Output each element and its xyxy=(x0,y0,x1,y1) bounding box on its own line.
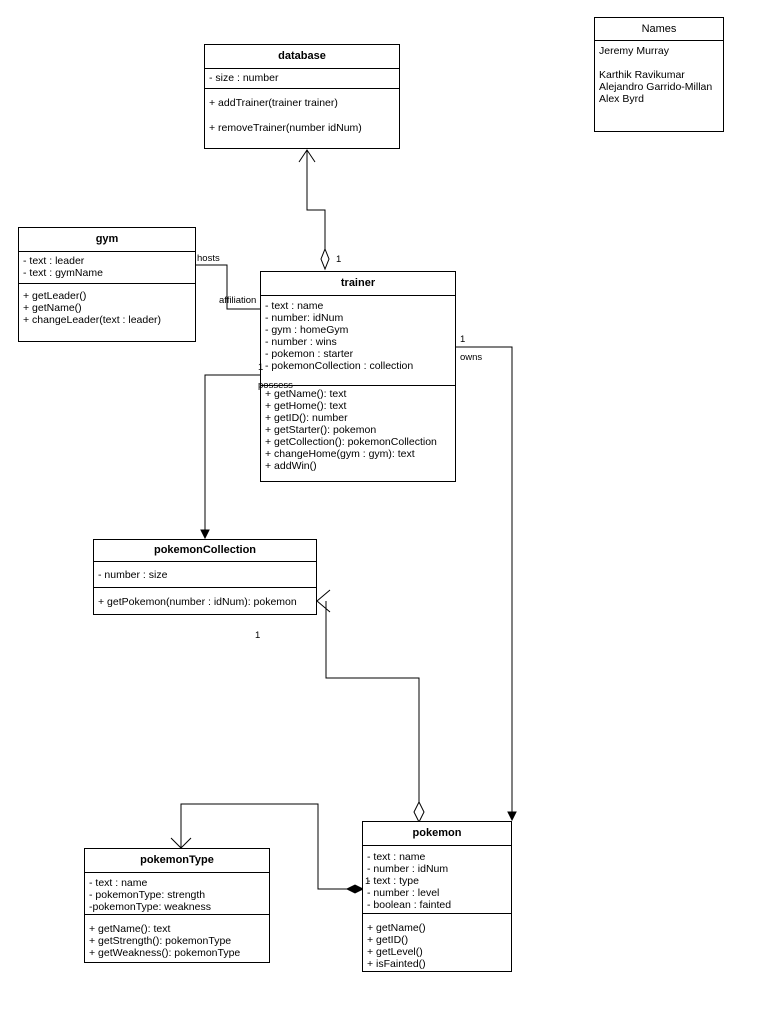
attribute: - number : wins xyxy=(265,336,337,348)
attribute: - text : leader xyxy=(23,255,85,267)
names-list: Jeremy Murray Karthik Ravikumar Alejandr… xyxy=(595,41,723,109)
method: + getLevel() xyxy=(367,946,423,958)
attribute: -pokemonType: weakness xyxy=(89,901,211,913)
database-arrowhead xyxy=(298,149,316,163)
trainer-class[interactable]: trainer - text : name - number: idNum - … xyxy=(260,271,456,482)
pokemonType-attributes: - text : name - pokemonType: strength -p… xyxy=(85,873,269,915)
db-trainer-multiplicity: 1 xyxy=(336,254,342,265)
pokemonCollection-class-name: pokemonCollection xyxy=(94,540,316,562)
method: + getID(): number xyxy=(265,412,348,424)
pokemon-class[interactable]: pokemon - text : name - number : idNum -… xyxy=(362,821,512,972)
gym-attributes: - text : leader - text : gymName xyxy=(19,252,195,284)
owns-label: owns xyxy=(460,352,483,363)
attribute: - boolean : fainted xyxy=(367,899,452,911)
owns-multiplicity: 1 xyxy=(460,334,466,345)
author-name: Alex Byrd xyxy=(599,93,644,105)
attribute: - text : type xyxy=(367,875,419,887)
pokemon-composition-diamond xyxy=(345,884,365,894)
pokemonCollection-methods: + getPokemon(number : idNum): pokemon xyxy=(94,588,316,611)
author-name: Karthik Ravikumar xyxy=(599,69,685,81)
pokemon-arrowhead xyxy=(507,811,517,822)
attribute: - pokemonType: strength xyxy=(89,889,206,901)
method: + getCollection(): pokemonCollection xyxy=(265,436,437,448)
type-multiplicity: 1 xyxy=(365,876,371,887)
collection-open-arrowhead-shape xyxy=(316,589,331,613)
pokemon-type-composition xyxy=(180,803,347,890)
method: + getName(): text xyxy=(89,923,171,935)
collection-multiplicity: 1 xyxy=(255,630,261,641)
trainer-class-name: trainer xyxy=(261,272,455,296)
method: + getLeader() xyxy=(23,290,87,302)
collection-arrowhead xyxy=(200,529,210,540)
trainer-aggregation-diamond xyxy=(320,247,330,271)
hosts-label: hosts xyxy=(197,253,220,264)
method: + getStrength(): pokemonType xyxy=(89,935,232,947)
pokemon-methods: + getName() + getID() + getLevel() + isF… xyxy=(363,914,511,973)
database-attributes: - size : number xyxy=(205,69,399,89)
attribute: - pokemon : starter xyxy=(265,348,354,360)
method: + getName() xyxy=(23,302,82,314)
attribute: - number: idNum xyxy=(265,312,344,324)
possess-multiplicity: 1 xyxy=(258,362,264,373)
pokemonCollection-class[interactable]: pokemonCollection - number : size + getP… xyxy=(93,539,317,615)
trainer-collection-association xyxy=(204,374,260,538)
method: + getName(): text xyxy=(265,388,347,400)
attribute: - text : name xyxy=(89,877,148,889)
attribute: - text : gymName xyxy=(23,267,103,279)
trainer-methods: + getName(): text + getHome(): text + ge… xyxy=(261,386,455,475)
attribute: - gym : homeGym xyxy=(265,324,349,336)
method: + changeHome(gym : gym): text xyxy=(265,448,415,460)
attribute: - number : idNum xyxy=(367,863,449,875)
method: + getWeakness(): pokemonType xyxy=(89,947,241,959)
attribute: - size : number xyxy=(209,72,279,84)
attribute: - text : name xyxy=(265,300,324,312)
attribute: - text : name xyxy=(367,851,426,863)
trainer-attributes: - text : name - number: idNum - gym : ho… xyxy=(261,296,455,386)
method: + addTrainer(trainer trainer) xyxy=(209,97,338,109)
method: + getPokemon(number : idNum): pokemon xyxy=(98,596,297,608)
pokemon-attributes: - text : name - number : idNum - text : … xyxy=(363,846,511,914)
method: + getID() xyxy=(367,934,409,946)
author-name: Alejandro Garrido-Millan xyxy=(599,81,713,93)
method: + getName() xyxy=(367,922,426,934)
method: + removeTrainer(number idNum) xyxy=(209,122,362,134)
gym-class[interactable]: gym - text : leader - text : gymName + g… xyxy=(18,227,196,342)
pokemon-class-name: pokemon xyxy=(363,822,511,846)
gym-trainer-association xyxy=(196,264,260,310)
author-name: Jeremy Murray xyxy=(599,45,670,57)
affiliation-label: affiliation xyxy=(219,295,257,306)
names-box[interactable]: Names Jeremy Murray Karthik Ravikumar Al… xyxy=(594,17,724,132)
attribute: - number : level xyxy=(367,887,440,899)
pokemonCollection-attributes: - number : size xyxy=(94,562,316,588)
database-trainer-association xyxy=(306,150,326,250)
method: + changeLeader(text : leader) xyxy=(23,314,162,326)
database-class[interactable]: database - size : number + addTrainer(tr… xyxy=(204,44,400,149)
database-class-name: database xyxy=(205,45,399,69)
gym-class-name: gym xyxy=(19,228,195,252)
names-title: Names xyxy=(595,18,723,41)
method: + isFainted() xyxy=(367,958,426,970)
pokemonType-methods: + getName(): text + getStrength(): pokem… xyxy=(85,915,269,962)
method: + addWin() xyxy=(265,460,317,472)
trainer-pokemon-association xyxy=(456,346,513,820)
method: + getStarter(): pokemon xyxy=(265,424,377,436)
collection-pokemon-aggregation xyxy=(325,601,420,802)
pokemon-aggregation-diamond xyxy=(413,800,425,824)
gym-methods: + getLeader() + getName() + changeLeader… xyxy=(19,284,195,329)
database-methods: + addTrainer(trainer trainer) + removeTr… xyxy=(205,89,399,137)
attribute: - number : size xyxy=(98,569,168,581)
method: + getHome(): text xyxy=(265,400,347,412)
attribute: - pokemonCollection : collection xyxy=(265,360,414,372)
pokemonType-class[interactable]: pokemonType - text : name - pokemonType:… xyxy=(84,848,270,963)
pokemonType-class-name: pokemonType xyxy=(85,849,269,873)
possess-label: possess xyxy=(258,380,293,391)
